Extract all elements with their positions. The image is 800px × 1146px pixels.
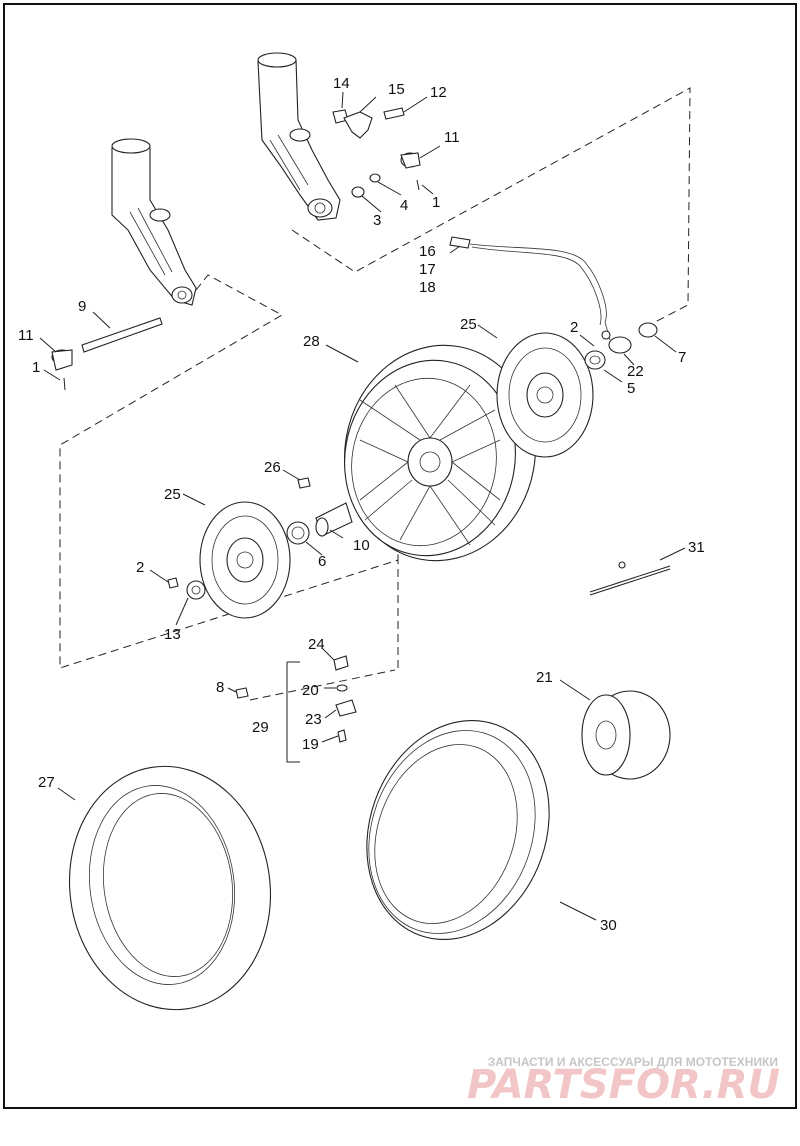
callout-20: 20 xyxy=(302,682,319,699)
callout-27: 27 xyxy=(38,774,55,791)
callout-16: 16 xyxy=(419,243,436,260)
valve-parts xyxy=(235,655,357,763)
bolt-2 xyxy=(167,577,179,589)
callout-19: 19 xyxy=(302,736,319,753)
callout-25-top: 25 xyxy=(460,316,477,333)
callout-22: 22 xyxy=(627,363,644,380)
callout-5: 5 xyxy=(627,380,635,397)
sensor-cable xyxy=(449,236,658,354)
fork-leg-left xyxy=(111,138,197,306)
spoke-31 xyxy=(589,561,671,596)
callout-6: 6 xyxy=(318,553,326,570)
callout-8: 8 xyxy=(216,679,224,696)
callout-28: 28 xyxy=(303,333,320,350)
spacer-10 xyxy=(315,502,353,537)
callout-1-top: 1 xyxy=(432,194,440,211)
bracket-parts xyxy=(332,107,421,198)
hub-21 xyxy=(581,690,671,780)
bearing-6 xyxy=(286,521,310,545)
callout-7: 7 xyxy=(678,349,686,366)
callout-25-left: 25 xyxy=(164,486,181,503)
callout-13: 13 xyxy=(164,626,181,643)
callout-17: 17 xyxy=(419,261,436,278)
callout-3: 3 xyxy=(373,212,381,229)
callout-21: 21 xyxy=(536,669,553,686)
spacer-13 xyxy=(186,580,206,600)
bearing-5 xyxy=(584,350,606,370)
clip-26 xyxy=(297,477,311,489)
callout-9: 9 xyxy=(78,298,86,315)
callout-26: 26 xyxy=(264,459,281,476)
callout-15: 15 xyxy=(388,81,405,98)
callout-11-left: 11 xyxy=(18,327,34,344)
callout-24: 24 xyxy=(308,636,325,653)
leader-lines xyxy=(39,91,686,921)
tire-27 xyxy=(68,765,272,1011)
callout-30: 30 xyxy=(600,917,617,934)
callout-2-left: 2 xyxy=(136,559,144,576)
axle xyxy=(51,317,163,391)
callout-labels: 14 15 12 11 4 3 1 16 17 18 9 11 1 28 25 … xyxy=(18,75,705,934)
callout-18: 18 xyxy=(419,279,436,296)
wheel-assembly xyxy=(344,344,536,562)
diagram-border xyxy=(3,3,797,1109)
callout-11-top: 11 xyxy=(444,129,460,146)
brake-disc-right xyxy=(496,332,594,458)
fork-leg-right xyxy=(257,52,341,221)
watermark-logo: PARTSFOR.RU xyxy=(467,1062,780,1108)
callout-4: 4 xyxy=(400,197,408,214)
callout-2-top: 2 xyxy=(570,319,578,336)
callout-12: 12 xyxy=(430,84,447,101)
callout-10: 10 xyxy=(353,537,370,554)
rim-30 xyxy=(366,719,550,941)
assembly-guide-lines xyxy=(59,87,691,701)
callout-29: 29 xyxy=(252,719,269,736)
callout-23: 23 xyxy=(305,711,322,728)
callout-1-left: 1 xyxy=(32,359,40,376)
watermark-tagline: ЗАПЧАСТИ И АКСЕССУАРЫ ДЛЯ МОТОТЕХНИКИ xyxy=(488,1055,778,1069)
callout-14: 14 xyxy=(333,75,350,92)
callout-31: 31 xyxy=(688,539,705,556)
brake-disc-left xyxy=(199,501,291,619)
watermark: ЗАПЧАСТИ И АКСЕССУАРЫ ДЛЯ МОТОТЕХНИКИ PA… xyxy=(467,1055,780,1108)
